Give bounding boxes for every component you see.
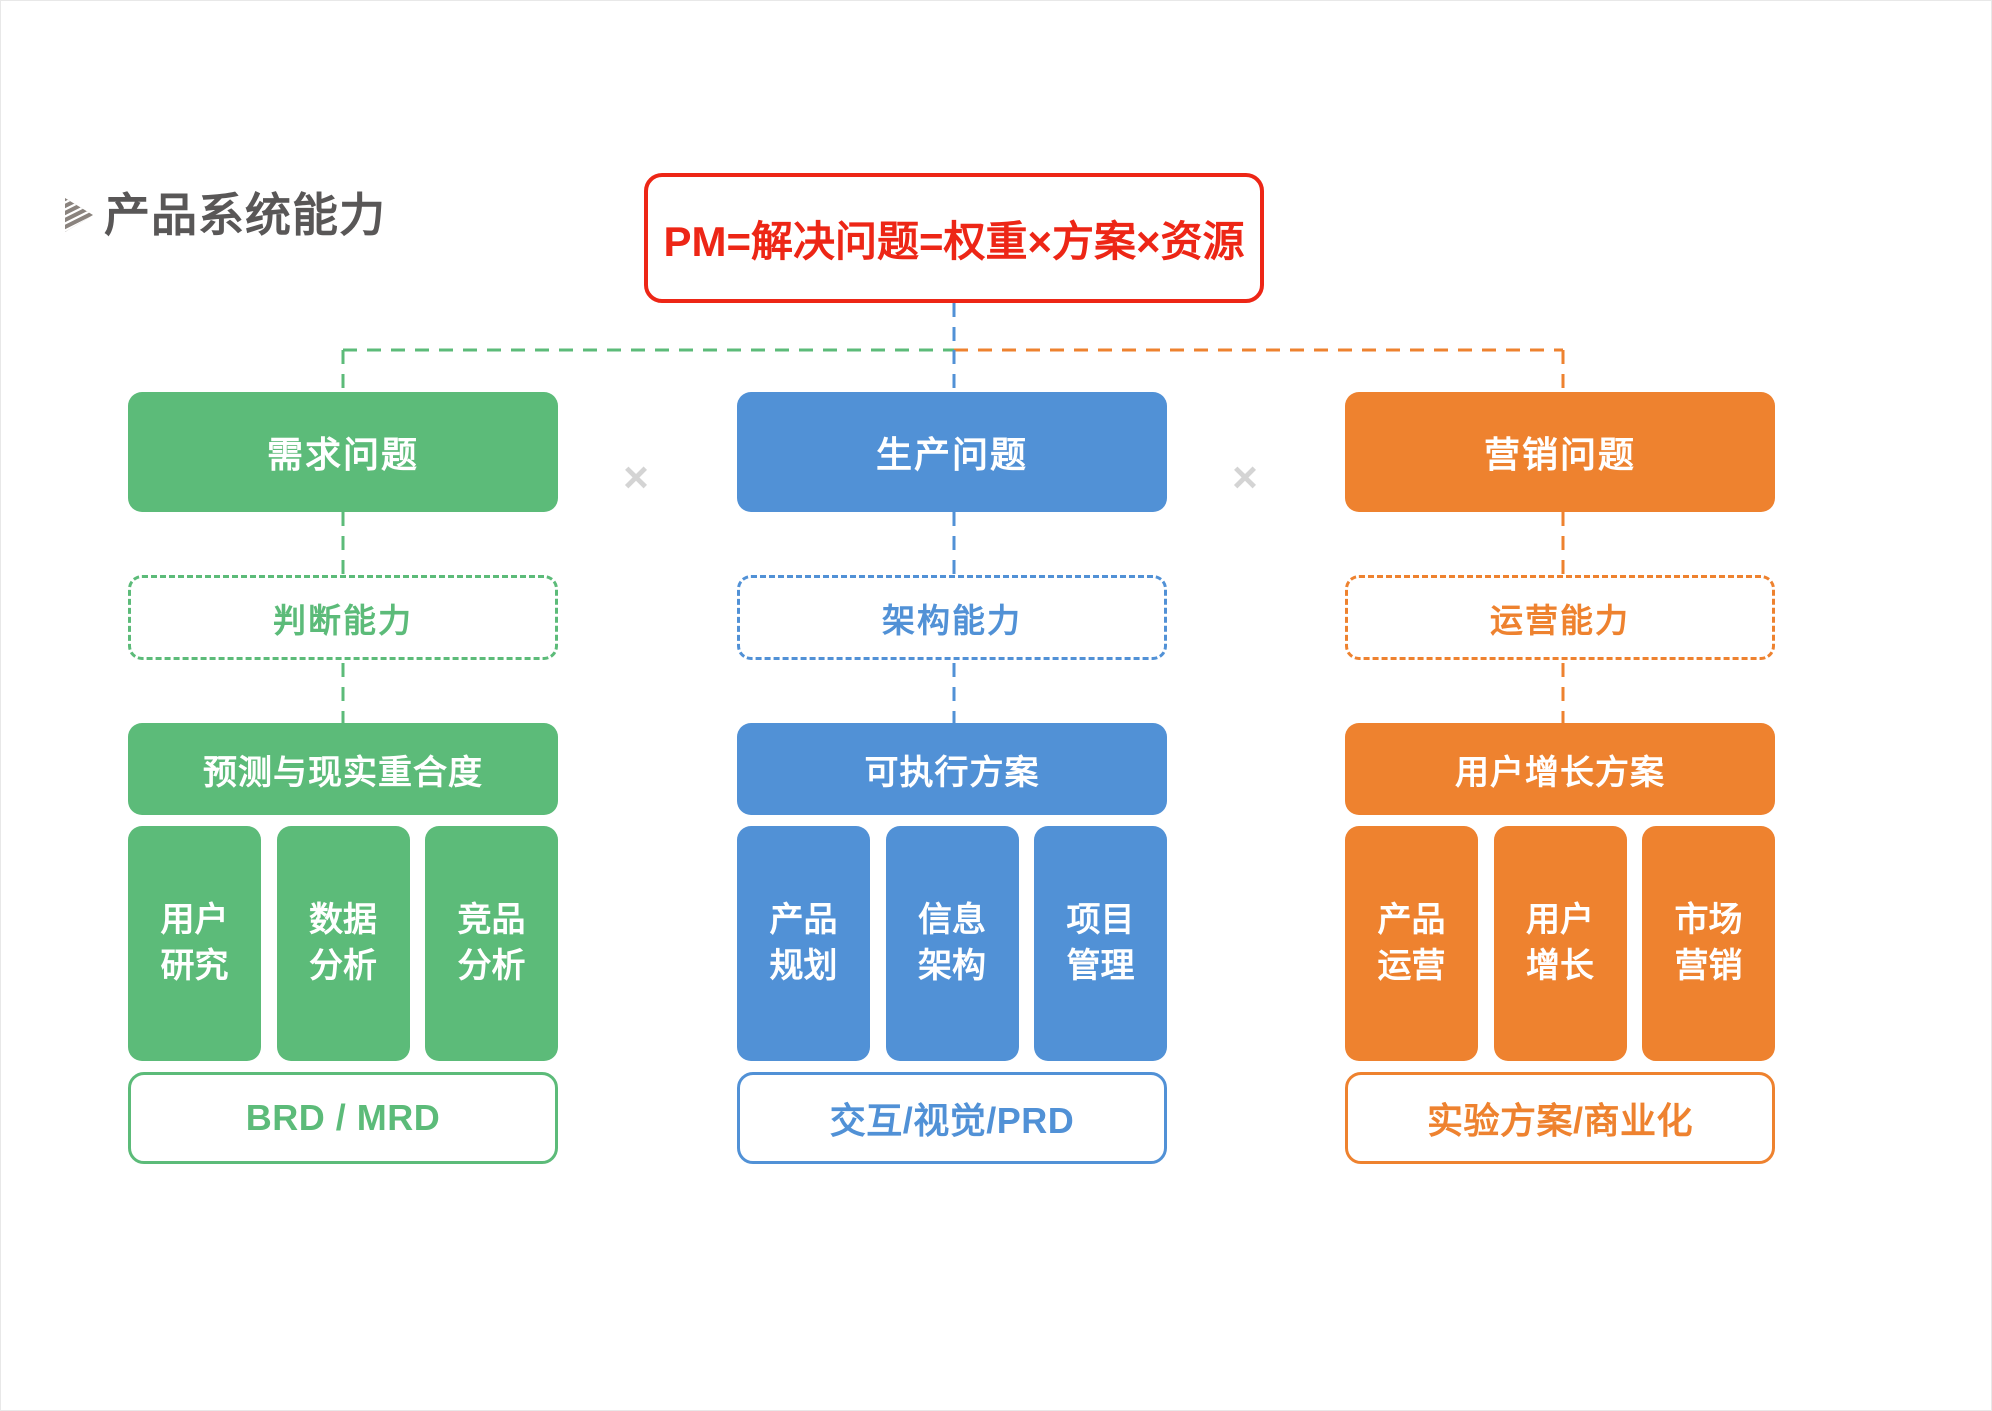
skill-line-2: 分析 — [457, 946, 526, 985]
skill-line-2: 营销 — [1674, 946, 1743, 985]
page-title: 产品系统能力 — [62, 192, 386, 238]
column-marketing: 营销问题 运营能力 用户增长方案 产品 运营 用户 增长 市场 营销 实验方案/… — [1345, 392, 1775, 1164]
column-demand: 需求问题 判断能力 预测与现实重合度 用户 研究 数据 分析 竞品 分析 BRD… — [128, 392, 558, 1164]
skill-line-2: 规划 — [769, 946, 838, 985]
skill-line-2: 管理 — [1066, 946, 1135, 985]
capability-box-judgement[interactable]: 判断能力 — [128, 575, 558, 660]
skill-line-1: 用户 — [1526, 900, 1594, 939]
skill-row-demand: 用户 研究 数据 分析 竞品 分析 — [128, 826, 558, 1061]
skill-pill[interactable]: 数据 分析 — [276, 826, 410, 1061]
formula-text: PM=解决问题=权重×方案×资源 — [663, 217, 1245, 265]
skill-line-1: 数据 — [309, 900, 377, 939]
capability-box-operations[interactable]: 运营能力 — [1345, 575, 1775, 660]
outcome-box-marketing[interactable]: 用户增长方案 — [1345, 723, 1775, 815]
skill-row-marketing: 产品 运营 用户 增长 市场 营销 — [1345, 826, 1775, 1061]
skill-pill[interactable]: 信息 架构 — [885, 826, 1019, 1061]
play-triangle-striped-icon — [65, 198, 93, 232]
formula-box: PM=解决问题=权重×方案×资源 — [644, 173, 1264, 303]
multiply-separator-1: × — [623, 453, 649, 502]
skill-line-2: 增长 — [1526, 946, 1594, 985]
skill-pill[interactable]: 用户 增长 — [1493, 826, 1627, 1061]
skill-pill[interactable]: 产品 规划 — [737, 826, 870, 1061]
skill-pill[interactable]: 市场 营销 — [1642, 826, 1775, 1061]
skill-line-1: 竞品 — [457, 900, 526, 939]
skill-pill[interactable]: 竞品 分析 — [425, 826, 558, 1061]
skill-line-1: 项目 — [1066, 900, 1135, 939]
skill-line-2: 运营 — [1377, 946, 1446, 985]
deliverable-box-marketing[interactable]: 实验方案/商业化 — [1345, 1072, 1775, 1164]
page-title-text: 产品系统能力 — [104, 189, 386, 241]
skill-line-1: 用户 — [160, 900, 229, 939]
skill-line-1: 产品 — [1377, 900, 1446, 939]
skill-line-1: 产品 — [769, 900, 838, 939]
skill-pill[interactable]: 产品 运营 — [1345, 826, 1478, 1061]
problem-box-marketing[interactable]: 营销问题 — [1345, 392, 1775, 512]
capability-box-architecture[interactable]: 架构能力 — [737, 575, 1167, 660]
column-production: 生产问题 架构能力 可执行方案 产品 规划 信息 架构 项目 管理 交互/视觉/… — [737, 392, 1167, 1164]
skill-line-1: 信息 — [918, 900, 986, 939]
skill-pill[interactable]: 项目 管理 — [1034, 826, 1167, 1061]
problem-box-production[interactable]: 生产问题 — [737, 392, 1167, 512]
skill-line-2: 架构 — [918, 946, 986, 985]
multiply-separator-2: × — [1232, 453, 1258, 502]
problem-box-demand[interactable]: 需求问题 — [128, 392, 558, 512]
skill-row-production: 产品 规划 信息 架构 项目 管理 — [737, 826, 1167, 1061]
skill-line-1: 市场 — [1674, 900, 1743, 939]
skill-pill[interactable]: 用户 研究 — [128, 826, 261, 1061]
outcome-box-demand[interactable]: 预测与现实重合度 — [128, 723, 558, 815]
skill-line-2: 分析 — [309, 946, 377, 985]
deliverable-box-production[interactable]: 交互/视觉/PRD — [737, 1072, 1167, 1164]
deliverable-box-demand[interactable]: BRD / MRD — [128, 1072, 558, 1164]
skill-line-2: 研究 — [160, 946, 229, 985]
outcome-box-production[interactable]: 可执行方案 — [737, 723, 1167, 815]
